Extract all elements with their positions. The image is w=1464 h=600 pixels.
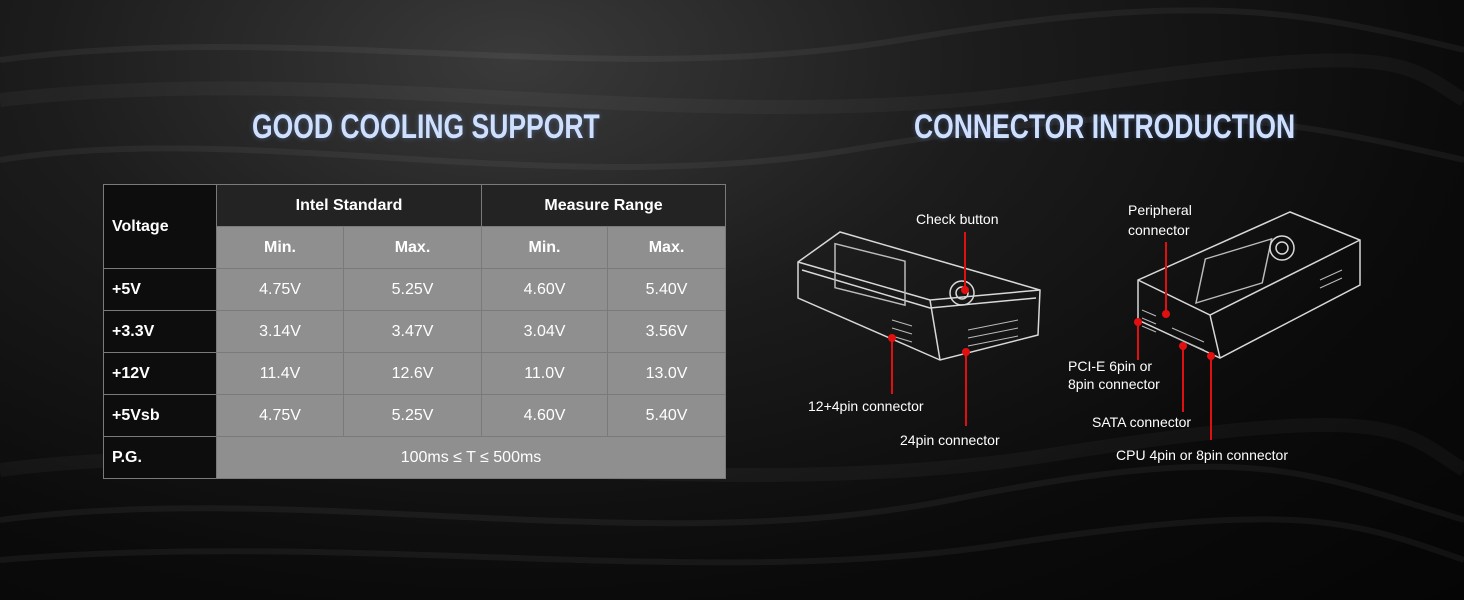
callout-lines <box>891 232 1212 440</box>
table-cell: 12.6V <box>343 352 482 395</box>
cooling-support-title: GOOD COOLING SUPPORT <box>252 108 600 146</box>
table-row: +3.3V 3.14V 3.47V 3.04V 3.56V <box>103 310 727 353</box>
subheader-max: Max. <box>606 226 727 269</box>
table-cell: 13.0V <box>606 352 727 395</box>
subheader-min: Min. <box>481 226 608 269</box>
connector-24pin-label: 24pin connector <box>900 432 1000 448</box>
row-label: +5Vsb <box>103 394 217 437</box>
subheader-max: Max. <box>343 226 482 269</box>
table-cell: 3.47V <box>343 310 482 353</box>
subheader-min: Min. <box>216 226 344 269</box>
table-cell: 3.56V <box>606 310 727 353</box>
pg-value: 100ms ≤ T ≤ 500ms <box>215 436 727 479</box>
voltage-spec-table: Voltage Intel Standard Measure Range Min… <box>103 184 727 479</box>
table-cell: 5.25V <box>343 268 482 311</box>
table-row: +5V 4.75V 5.25V 4.60V 5.40V <box>103 268 727 311</box>
table-cell: 4.60V <box>481 268 608 311</box>
row-label: +5V <box>103 268 217 311</box>
pcie-label-line2: 8pin connector <box>1068 376 1160 392</box>
table-cell: 5.40V <box>606 394 727 437</box>
table-cell: 4.75V <box>216 268 344 311</box>
table-cell: 4.75V <box>216 394 344 437</box>
table-row: +5Vsb 4.75V 5.25V 4.60V 5.40V <box>103 394 727 437</box>
callout-dots <box>888 286 1215 360</box>
table-cell: 5.40V <box>606 268 727 311</box>
table-cell: 11.4V <box>216 352 344 395</box>
intel-standard-header: Intel Standard <box>216 184 482 227</box>
sata-connector-label: SATA connector <box>1092 414 1191 430</box>
table-cell: 3.04V <box>481 310 608 353</box>
table-row: P.G. 100ms ≤ T ≤ 500ms <box>103 436 727 479</box>
connector-diagram: Check button 12+4pin connector 24pin con… <box>797 202 1361 463</box>
row-label: +12V <box>103 352 217 395</box>
connector-12-4pin-label: 12+4pin connector <box>808 398 924 414</box>
connector-intro-title: CONNECTOR INTRODUCTION <box>914 108 1296 146</box>
voltage-header: Voltage <box>103 184 217 269</box>
table-cell: 3.14V <box>216 310 344 353</box>
tester-device-front <box>797 231 1041 361</box>
table-cell: 11.0V <box>481 352 608 395</box>
measure-range-header: Measure Range <box>480 184 727 227</box>
pg-label: P.G. <box>103 436 217 479</box>
table-row: +12V 11.4V 12.6V 11.0V 13.0V <box>103 352 727 395</box>
check-button-label: Check button <box>916 211 999 227</box>
cpu-connector-label: CPU 4pin or 8pin connector <box>1116 447 1288 463</box>
peripheral-label-line1: Peripheral <box>1128 202 1192 218</box>
peripheral-label-line2: connector <box>1128 222 1190 238</box>
table-cell: 4.60V <box>481 394 608 437</box>
pcie-label-line1: PCI-E 6pin or <box>1068 358 1152 374</box>
row-label: +3.3V <box>103 310 217 353</box>
table-cell: 5.25V <box>343 394 482 437</box>
